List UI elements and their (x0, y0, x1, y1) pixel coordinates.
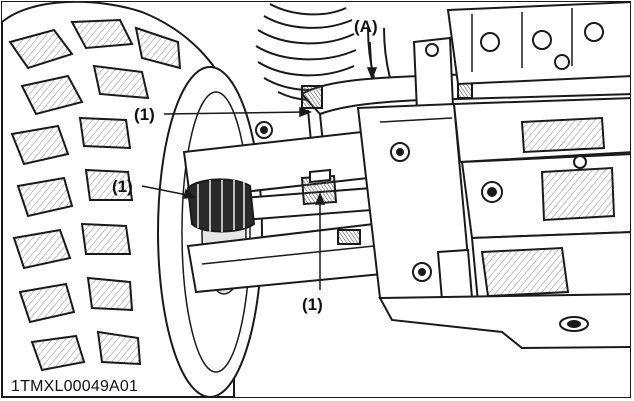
tread-lug (96, 330, 142, 366)
tread-lug (16, 176, 74, 218)
skid-plate (378, 293, 630, 350)
callout-boot-top: (1) (134, 105, 155, 124)
tread-lug (18, 282, 76, 324)
tread-lug (20, 74, 84, 116)
leader-arrow-boot-left (183, 188, 196, 199)
leader-lines (141, 41, 378, 290)
tread-lug (84, 168, 134, 201)
mounting-bracket (356, 102, 474, 304)
tread-lug (70, 18, 134, 50)
leader-arrow-boot-bottom (314, 191, 326, 205)
callout-a: (A) (354, 17, 378, 36)
tire (2, 2, 235, 397)
tread-lug (80, 222, 132, 255)
cv-boot-left (186, 178, 256, 233)
figure-code: 1TMXL00049A01 (8, 378, 142, 396)
tread-lug (86, 276, 134, 312)
leader-line-boot-top (163, 111, 307, 115)
technical-drawing (2, 2, 630, 397)
cv-boot-center (300, 168, 338, 206)
callout-boot-bottom: (1) (302, 295, 323, 314)
main-frame (446, 2, 630, 86)
tread-lug (10, 124, 70, 166)
callout-boot-left: (1) (112, 177, 133, 196)
tread-lug (8, 28, 74, 70)
leader-arrow-a (366, 67, 378, 81)
tread-lug (92, 64, 150, 100)
leader-arrow-boot-top (299, 106, 313, 118)
tread-lug (30, 334, 86, 372)
leader-line-boot-left (141, 185, 193, 197)
tread-lug (12, 228, 72, 270)
tread-lug (78, 116, 132, 150)
chassis-right (452, 97, 630, 303)
tread-lug (134, 26, 182, 70)
